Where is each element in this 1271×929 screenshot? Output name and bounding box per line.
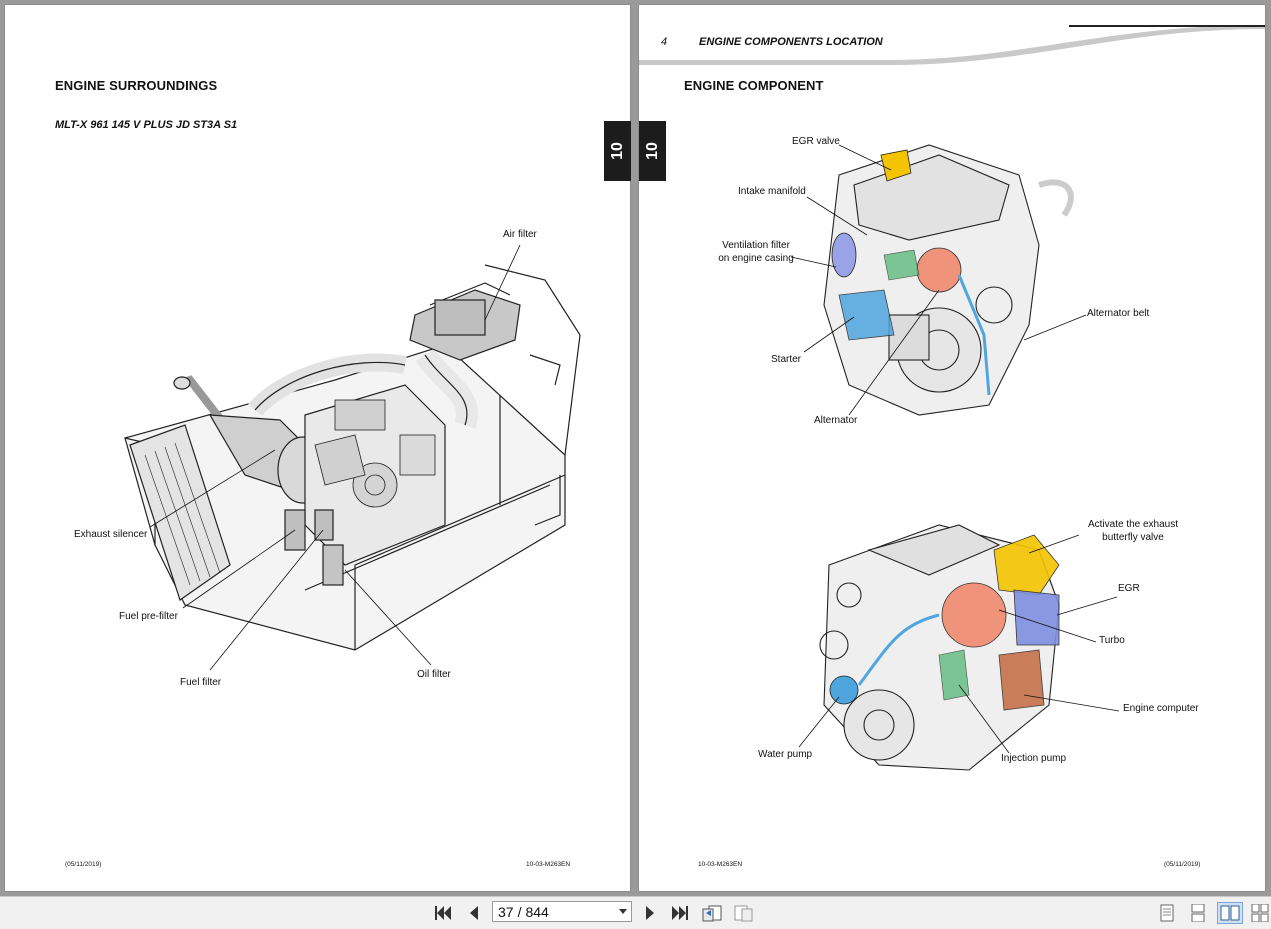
callout-fuel-filter: Fuel filter — [180, 677, 222, 688]
callout-intake-manifold: Intake manifold — [738, 186, 806, 197]
callout-injection-pump: Injection pump — [1001, 753, 1067, 764]
header-swoosh — [639, 25, 1265, 65]
last-page-icon — [672, 906, 688, 920]
forward-view-icon — [734, 905, 753, 922]
current-page: 37 — [498, 903, 514, 920]
two-page-view-button[interactable] — [1217, 902, 1243, 924]
callout-egr: EGR — [1118, 583, 1140, 594]
callout-turbo: Turbo — [1099, 635, 1125, 646]
single-page-view-button[interactable] — [1154, 902, 1180, 924]
next-page-icon — [646, 906, 654, 920]
page-number-input[interactable]: 37 / 844 — [492, 901, 632, 922]
continuous-view-button[interactable] — [1185, 902, 1211, 924]
back-view-icon — [702, 905, 722, 922]
callout-engine-computer: Engine computer — [1123, 703, 1199, 714]
engine-components-illustration — [790, 144, 1120, 771]
chapter-tab: 10 — [604, 121, 631, 181]
callout-fuel-prefilter: Fuel pre-filter — [119, 611, 178, 622]
footer-code: 10-03-M263EN — [698, 861, 743, 868]
two-page-icon — [1220, 905, 1240, 921]
footer-code: 10-03-M263EN — [526, 861, 571, 868]
callout-starter: Starter — [771, 354, 802, 365]
two-page-continuous-view-button[interactable] — [1249, 902, 1271, 924]
go-back-button[interactable] — [702, 903, 722, 923]
machine-model: MLT-X 961 145 V PLUS JD ST3A S1 — [55, 119, 238, 131]
previous-page-icon — [470, 906, 478, 920]
previous-page-button[interactable] — [464, 903, 484, 923]
total-pages: 844 — [525, 903, 549, 920]
footer-date: (05/11/2019) — [65, 861, 102, 868]
callout-ventilation-filter: Ventilation filter on engine casing — [718, 240, 794, 264]
viewer-toolbar: 37 / 844 — [0, 896, 1271, 929]
section-title: ENGINE SURROUNDINGS — [55, 78, 218, 93]
two-page-continuous-icon — [1251, 904, 1269, 922]
section-title: ENGINE COMPONENT — [684, 78, 824, 93]
chevron-down-icon[interactable] — [619, 909, 627, 914]
callout-exhaust-silencer: Exhaust silencer — [74, 529, 148, 540]
first-page-button[interactable] — [433, 903, 453, 923]
left-page: ENGINE SURROUNDINGS MLT-X 961 145 V PLUS… — [5, 5, 631, 891]
right-page: 4 ENGINE COMPONENTS LOCATION ENGINE COMP… — [639, 5, 1265, 891]
single-page-icon — [1160, 904, 1174, 922]
callout-air-filter: Air filter — [503, 229, 537, 240]
callout-egr-valve: EGR valve — [792, 136, 840, 147]
next-page-button[interactable] — [640, 903, 660, 923]
header-page-number: 4 — [661, 36, 668, 48]
first-page-icon — [435, 906, 451, 920]
callout-water-pump: Water pump — [758, 749, 813, 760]
header-title: ENGINE COMPONENTS LOCATION — [699, 36, 883, 48]
chapter-tab: 10 — [639, 121, 666, 181]
page-separator: / — [517, 903, 522, 920]
callout-oil-filter: Oil filter — [417, 669, 451, 680]
continuous-page-icon — [1191, 904, 1205, 922]
callout-alternator: Alternator — [814, 415, 858, 426]
callout-alternator-belt: Alternator belt — [1087, 308, 1150, 319]
engine-surroundings-illustration — [124, 244, 581, 671]
go-forward-button[interactable] — [734, 903, 754, 923]
callout-exhaust-butterfly: Activate the exhaust butterfly valve — [1087, 519, 1179, 543]
last-page-button[interactable] — [670, 903, 690, 923]
footer-date: (05/11/2019) — [1164, 861, 1201, 868]
